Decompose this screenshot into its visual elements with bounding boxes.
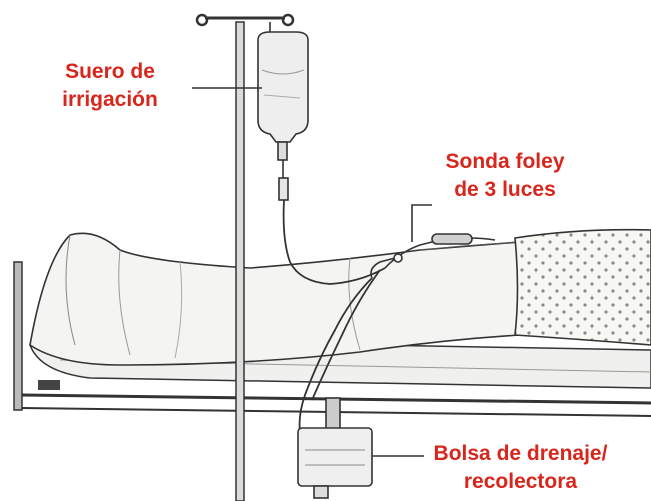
label-bolsa-line1: Bolsa de drenaje/ [408,440,633,468]
label-sonda-line1: Sonda foley [420,148,590,176]
label-bolsa-line2: recolectora [408,468,633,496]
label-bolsa-de-drenaje: Bolsa de drenaje/ recolectora [408,440,633,496]
label-sonda-line2: de 3 luces [420,176,590,204]
label-sonda-foley: Sonda foley de 3 luces [420,148,590,204]
patient-gown [515,230,651,345]
label-suero-de-irrigacion: Suero de irrigación [30,58,190,114]
leader-sonda [412,205,432,242]
patient-blanket [30,233,520,365]
irrigation-bag [258,22,308,200]
label-suero-line2: irrigación [30,86,190,114]
label-suero-line1: Suero de [30,58,190,86]
